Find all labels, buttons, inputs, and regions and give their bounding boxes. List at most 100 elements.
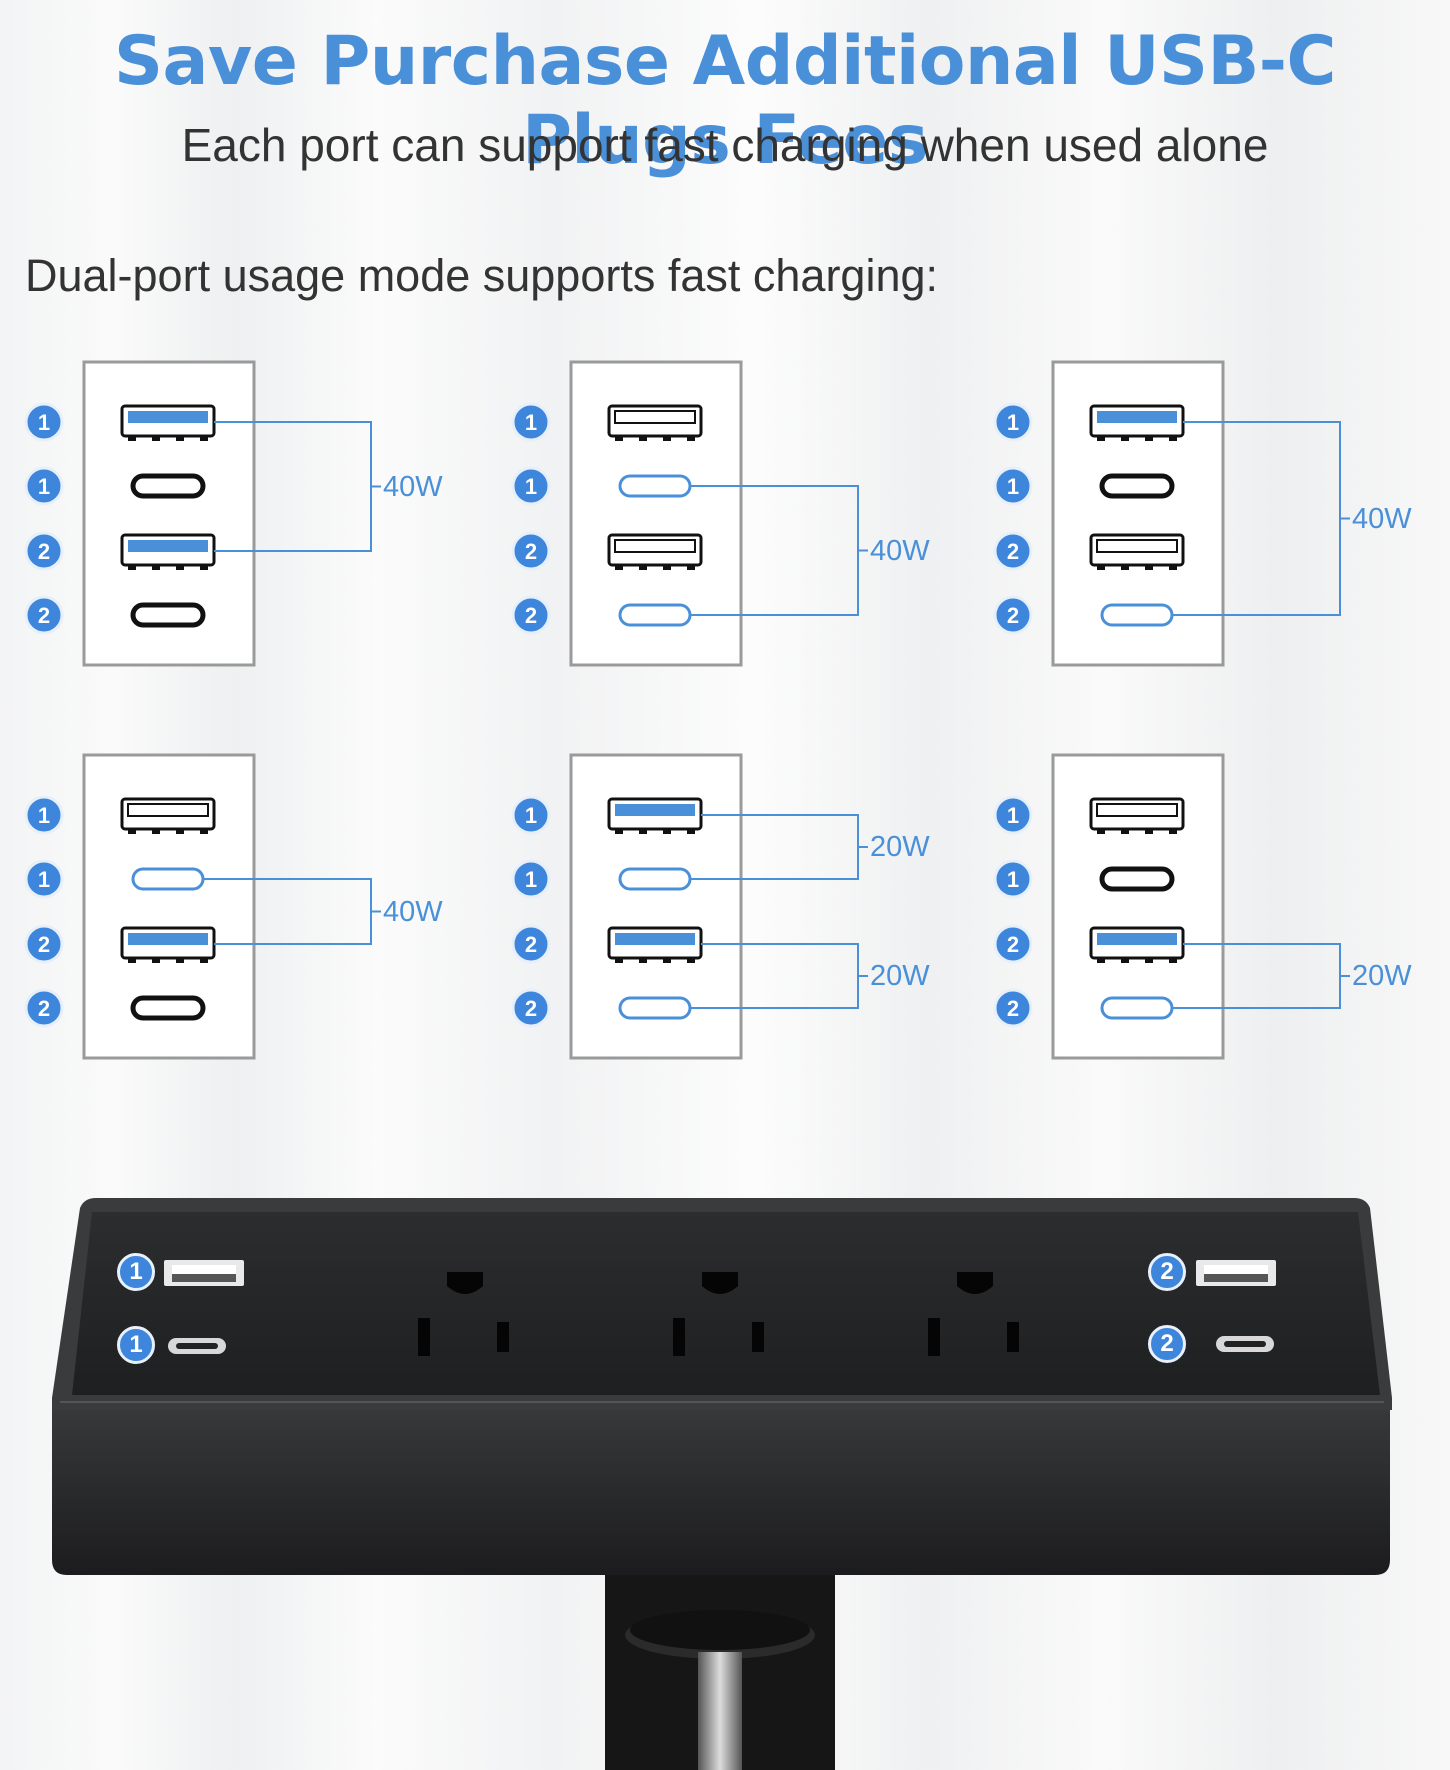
outlet-neutral-slot xyxy=(418,1318,430,1356)
usb-c-port-icon xyxy=(130,602,206,628)
port-number-badge xyxy=(24,595,64,635)
port-number-badge xyxy=(24,531,64,571)
usb-a-pin xyxy=(1121,436,1129,441)
power-strip-image xyxy=(52,1198,1392,1770)
usb-a-pin xyxy=(1169,958,1177,963)
port-number-badge xyxy=(24,402,64,442)
port-number-label: 1 xyxy=(1007,803,1019,828)
usb-a-pin xyxy=(128,565,136,570)
usb-a-tongue xyxy=(1096,539,1178,553)
usb-a-pin xyxy=(1121,565,1129,570)
usb-a-pin xyxy=(200,829,208,834)
usb-a-pin xyxy=(128,829,136,834)
usb-a-pin xyxy=(639,958,647,963)
usb-a-pin xyxy=(1145,958,1153,963)
port-number-label: 2 xyxy=(1007,539,1019,564)
port-number-label: 2 xyxy=(525,932,537,957)
port-number-label: 1 xyxy=(1007,474,1019,499)
usb-a-pin xyxy=(1097,436,1105,441)
usb-c-port-icon xyxy=(1100,603,1174,627)
port-number-label: 1 xyxy=(1007,867,1019,892)
port-number-label: 1 xyxy=(38,474,50,499)
port-number-label: 2 xyxy=(525,996,537,1021)
usb-a-pin xyxy=(1169,565,1177,570)
port-number-badge: 2 xyxy=(1148,1253,1186,1291)
usb-a-pin xyxy=(1169,829,1177,834)
port-number-badge xyxy=(993,859,1033,899)
port-number-label: 2 xyxy=(1007,996,1019,1021)
strip-top-panel xyxy=(72,1212,1380,1395)
port-number-label: 2 xyxy=(525,603,537,628)
outlet-neutral-slot xyxy=(928,1318,940,1356)
port-number-badge xyxy=(511,859,551,899)
outlet-hot-slot xyxy=(752,1322,764,1352)
usb-a-pin xyxy=(1097,958,1105,963)
port-number-label: 2 xyxy=(1007,603,1019,628)
port-number-label: 1 xyxy=(38,803,50,828)
usb-a-tongue xyxy=(1204,1265,1268,1274)
port-number-badge xyxy=(993,595,1033,635)
outlet-ground-slot xyxy=(957,1272,993,1294)
usb-a-pin xyxy=(639,436,647,441)
port-number-badge: 2 xyxy=(1148,1325,1186,1363)
usb-a-pin xyxy=(687,436,695,441)
usb-a-pin xyxy=(687,565,695,570)
usb-a-pin xyxy=(176,565,184,570)
usb-a-pin xyxy=(615,436,623,441)
usb-a-pin xyxy=(152,958,160,963)
usb-a-tongue xyxy=(615,933,695,945)
usb-c-port-icon xyxy=(130,473,206,499)
port-number-badge xyxy=(993,795,1033,835)
port-number-badge xyxy=(511,595,551,635)
usb-a-pin xyxy=(663,958,671,963)
usb-a-pin xyxy=(200,565,208,570)
usb-a-pin xyxy=(615,958,623,963)
usb-c-port-icon xyxy=(618,996,692,1020)
port-number-badge xyxy=(24,466,64,506)
outlet-ground-slot xyxy=(702,1272,738,1294)
usb-a-tongue xyxy=(128,933,208,945)
port-number-label: 1 xyxy=(525,867,537,892)
port-number-badge xyxy=(993,924,1033,964)
port-number-badge xyxy=(993,531,1033,571)
outlet-hot-slot xyxy=(1007,1322,1019,1352)
port-number-badge xyxy=(511,924,551,964)
port-number-label: 2 xyxy=(1007,932,1019,957)
port-number-badge xyxy=(993,402,1033,442)
usb-c-port-icon xyxy=(1099,866,1175,892)
usb-a-pin xyxy=(639,565,647,570)
usb-a-pin xyxy=(663,829,671,834)
wattage-label: 40W xyxy=(870,534,930,567)
usb-a-pin xyxy=(663,436,671,441)
usb-c-port-icon xyxy=(131,867,205,891)
usb-a-pin xyxy=(1169,436,1177,441)
port-number-label: 2 xyxy=(38,539,50,564)
usb-a-pin xyxy=(1097,829,1105,834)
usb-a-pin xyxy=(1121,829,1129,834)
usb-a-tongue xyxy=(614,410,696,424)
usb-a-pin xyxy=(152,829,160,834)
usb-a-pin xyxy=(1121,958,1129,963)
port-number-badge xyxy=(511,402,551,442)
port-number-badge xyxy=(511,531,551,571)
usb-c-port-icon xyxy=(1099,473,1175,499)
usb-a-pin xyxy=(1145,829,1153,834)
usb-a-pin xyxy=(639,829,647,834)
port-number-badge xyxy=(511,466,551,506)
usb-c-port-icon xyxy=(618,867,692,891)
outlet-neutral-slot xyxy=(673,1318,685,1356)
usb-a-tongue xyxy=(614,539,696,553)
outlet-hot-slot xyxy=(497,1322,509,1352)
wattage-label: 40W xyxy=(383,470,443,503)
usb-a-pin xyxy=(200,436,208,441)
port-number-label: 1 xyxy=(525,474,537,499)
wattage-label: 20W xyxy=(870,960,930,992)
usb-c-port-icon xyxy=(130,995,206,1021)
usb-a-tongue xyxy=(615,804,695,816)
